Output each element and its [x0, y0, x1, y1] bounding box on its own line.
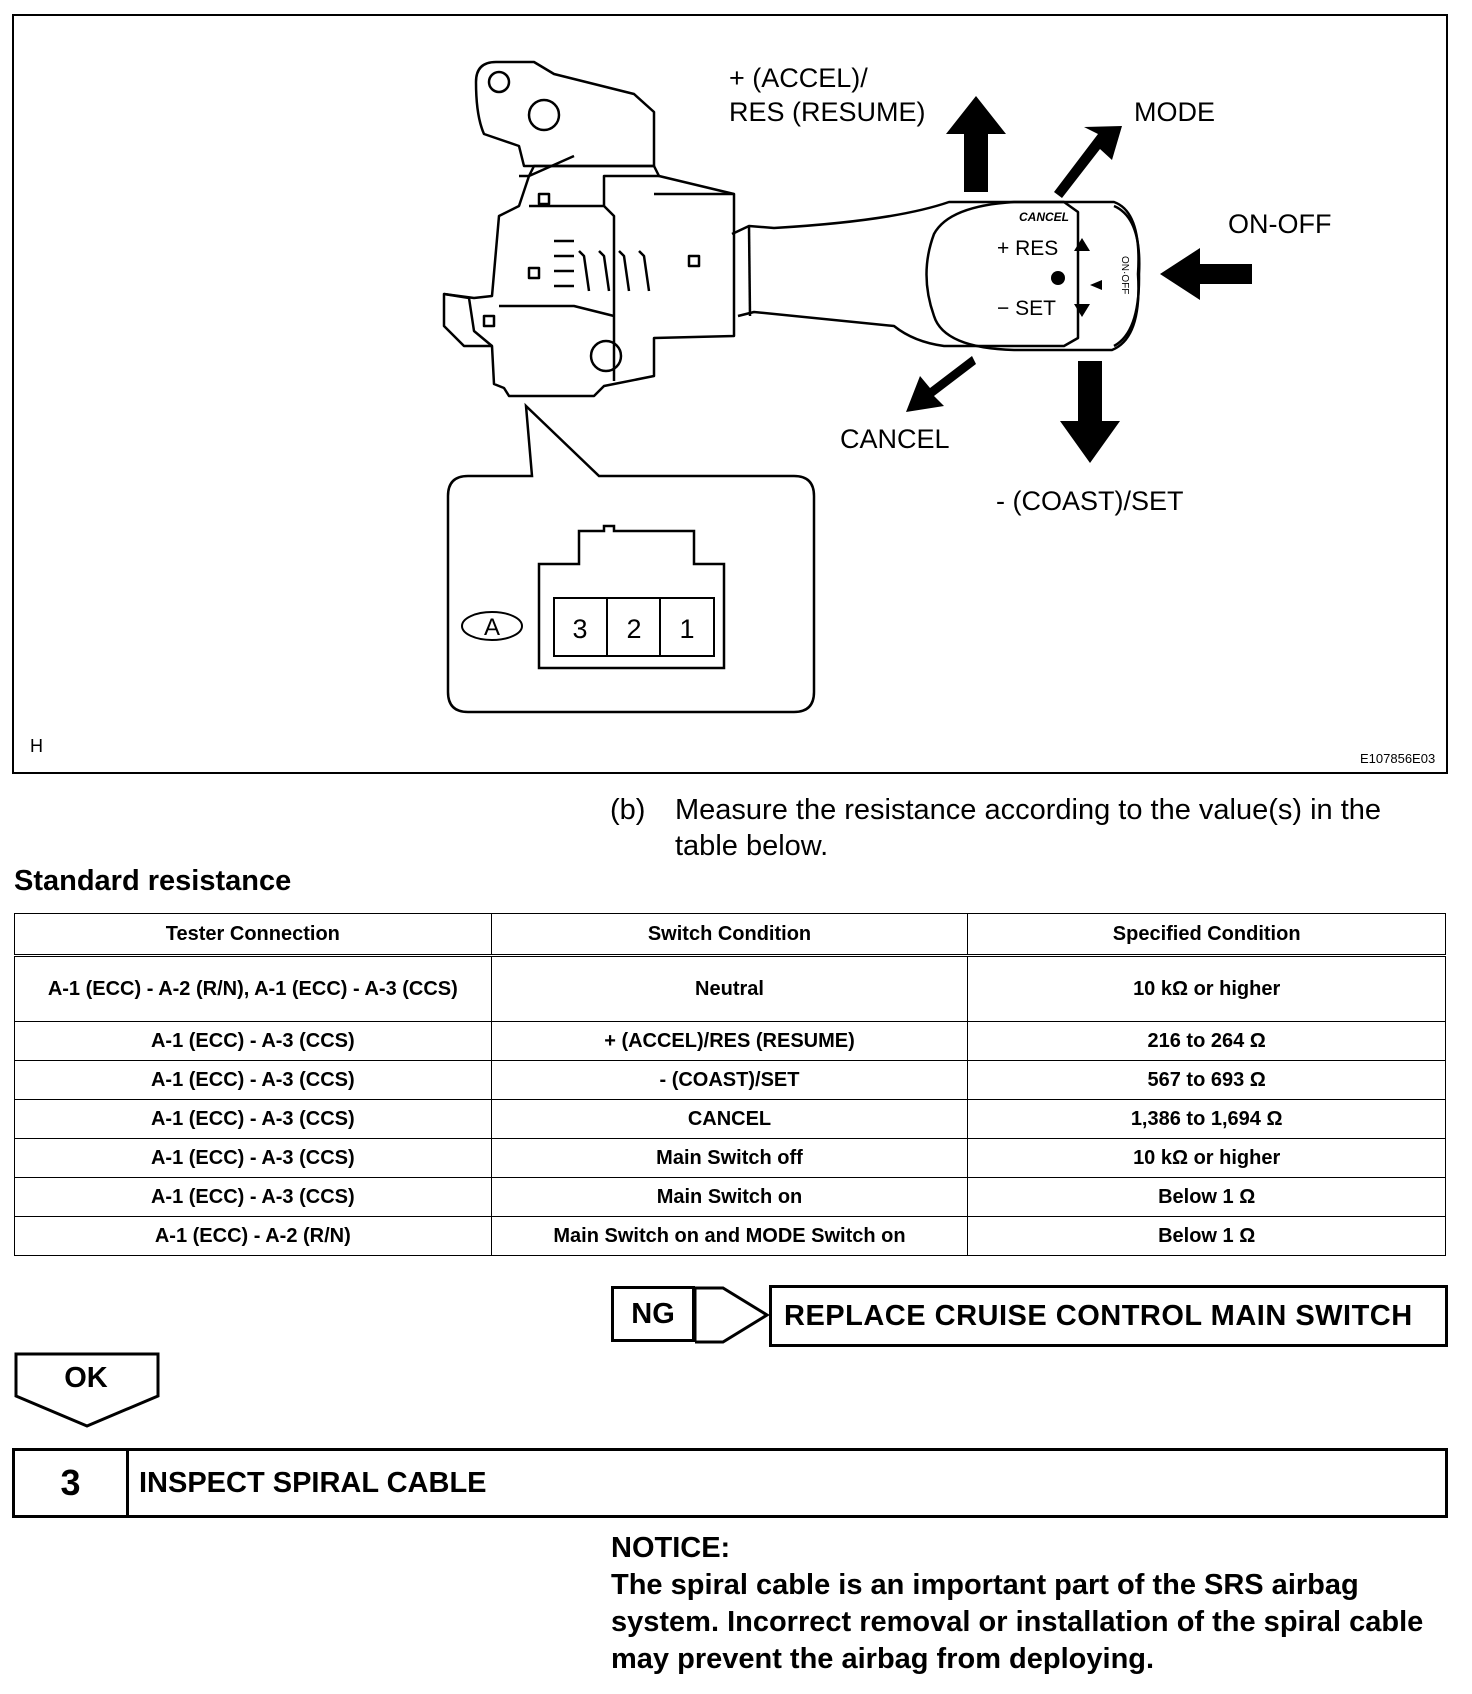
label-coast-set: - (COAST)/SET — [996, 486, 1184, 516]
connector-label-oval — [461, 611, 523, 641]
notice-heading: NOTICE: — [611, 1532, 731, 1564]
switch-condition-cell: - (COAST)/SET — [490, 1060, 969, 1100]
header-specified-condition: Specified Condition — [967, 913, 1446, 957]
lever-cancel-text: CANCEL — [1019, 210, 1069, 224]
notice-block: NOTICE: The spiral cable is an important… — [611, 1530, 1451, 1678]
mode-left-icon — [1090, 280, 1102, 290]
ng-action-text: REPLACE CRUISE CONTROL MAIN SWITCH — [784, 1299, 1413, 1332]
table-row: A-1 (ECC) - A-3 (CCS) Main Switch on Bel… — [14, 1177, 1446, 1217]
tester-connection-cell: A-1 (ECC) - A-3 (CCS) — [14, 1060, 492, 1100]
table-row: A-1 (ECC) - A-3 (CCS) Main Switch off 10… — [14, 1138, 1446, 1178]
specified-condition-cell: Below 1 Ω — [967, 1177, 1446, 1217]
figure-id: E107856E03 — [1360, 751, 1436, 766]
specified-condition-cell: 10 kΩ or higher — [967, 1138, 1446, 1178]
set-down-icon — [1074, 304, 1090, 317]
label-accel: + (ACCEL)/ — [729, 63, 868, 93]
specified-condition-cell: 216 to 264 Ω — [967, 1021, 1446, 1061]
instruction-label: (b) — [610, 794, 646, 826]
tester-connection-cell: A-1 (ECC) - A-2 (R/N) — [14, 1216, 492, 1256]
figure-cruise-switch: CANCEL + RES − SET ON·OFF 3 2 1 A + (ACC… — [12, 14, 1448, 774]
step-title: INSPECT SPIRAL CABLE — [139, 1466, 487, 1499]
tester-connection-cell: A-1 (ECC) - A-3 (CCS) — [14, 1021, 492, 1061]
switch-illustration: CANCEL + RES − SET ON·OFF 3 2 1 A — [442, 60, 1252, 714]
res-up-icon — [1074, 238, 1090, 251]
corner-letter: H — [30, 736, 43, 756]
step-number: 3 — [15, 1451, 129, 1515]
label-mode: MODE — [1134, 97, 1215, 127]
connector-pin-2: 2 — [626, 614, 641, 644]
coast-down-arrow-icon — [1060, 361, 1120, 463]
ng-label: NG — [631, 1297, 675, 1330]
table-row: A-1 (ECC) - A-3 (CCS) + (ACCEL)/RES (RES… — [14, 1021, 1446, 1061]
specified-condition-cell: Below 1 Ω — [967, 1216, 1446, 1256]
resistance-table: Tester Connection Switch Condition Speci… — [14, 913, 1446, 1256]
lever-res-text: + RES — [997, 237, 1058, 260]
ng-arrow-icon — [695, 1286, 770, 1344]
ng-action-box: REPLACE CRUISE CONTROL MAIN SWITCH — [769, 1285, 1448, 1347]
step-3-header: 3 INSPECT SPIRAL CABLE — [12, 1448, 1448, 1518]
tester-connection-cell: A-1 (ECC) - A-3 (CCS) — [14, 1099, 492, 1139]
switch-condition-cell: Main Switch on and MODE Switch on — [490, 1216, 969, 1256]
table-row: A-1 (ECC) - A-3 (CCS) - (COAST)/SET 567 … — [14, 1060, 1446, 1100]
table-header-row: Tester Connection Switch Condition Speci… — [14, 913, 1446, 957]
table-row: A-1 (ECC) - A-2 (R/N) Main Switch on and… — [14, 1216, 1446, 1256]
specified-condition-cell: 567 to 693 Ω — [967, 1060, 1446, 1100]
connector-name: A — [484, 614, 500, 641]
header-tester-connection: Tester Connection — [14, 913, 492, 957]
switch-condition-cell: Main Switch on — [490, 1177, 969, 1217]
tester-connection-cell: A-1 (ECC) - A-3 (CCS) — [14, 1177, 492, 1217]
switch-condition-cell: CANCEL — [490, 1099, 969, 1139]
switch-condition-cell: + (ACCEL)/RES (RESUME) — [490, 1021, 969, 1061]
lever-set-text: − SET — [997, 297, 1056, 320]
table-row: A-1 (ECC) - A-3 (CCS) CANCEL 1,386 to 1,… — [14, 1099, 1446, 1139]
ok-label: OK — [64, 1362, 108, 1394]
tester-connection-cell: A-1 (ECC) - A-3 (CCS) — [14, 1138, 492, 1178]
ng-label-box: NG — [611, 1286, 695, 1342]
switch-condition-cell: Main Switch off — [490, 1138, 969, 1178]
header-switch-condition: Switch Condition — [490, 913, 969, 957]
cruise-speedometer-icon — [1051, 271, 1065, 285]
connector-pin-frame — [553, 597, 715, 657]
label-cancel: CANCEL — [840, 424, 950, 454]
connector-pin-1: 1 — [679, 614, 694, 644]
accel-up-arrow-icon — [946, 96, 1006, 192]
connector-pin-3: 3 — [572, 614, 587, 644]
notice-text: The spiral cable is an important part of… — [611, 1569, 1424, 1675]
table-row: A-1 (ECC) - A-2 (R/N), A-1 (ECC) - A-3 (… — [14, 955, 1446, 1022]
connector-housing — [537, 524, 726, 670]
tester-connection-cell: A-1 (ECC) - A-2 (R/N), A-1 (ECC) - A-3 (… — [14, 955, 492, 1022]
label-on-off: ON-OFF — [1228, 209, 1332, 239]
ok-arrow-icon — [14, 1352, 160, 1428]
standard-resistance-title: Standard resistance — [14, 865, 292, 897]
specified-condition-cell: 1,386 to 1,694 Ω — [967, 1099, 1446, 1139]
cancel-arrow-icon — [906, 356, 976, 412]
label-resume: RES (RESUME) — [729, 97, 926, 127]
connector-callout — [446, 402, 816, 714]
onoff-left-arrow-icon — [1160, 248, 1252, 300]
lever-onoff-text: ON·OFF — [1119, 256, 1130, 294]
instruction-text: Measure the resistance according to the … — [675, 794, 1382, 862]
switch-condition-cell: Neutral — [490, 955, 969, 1022]
specified-condition-cell: 10 kΩ or higher — [967, 955, 1446, 1022]
mode-arrow-icon — [1054, 126, 1122, 198]
